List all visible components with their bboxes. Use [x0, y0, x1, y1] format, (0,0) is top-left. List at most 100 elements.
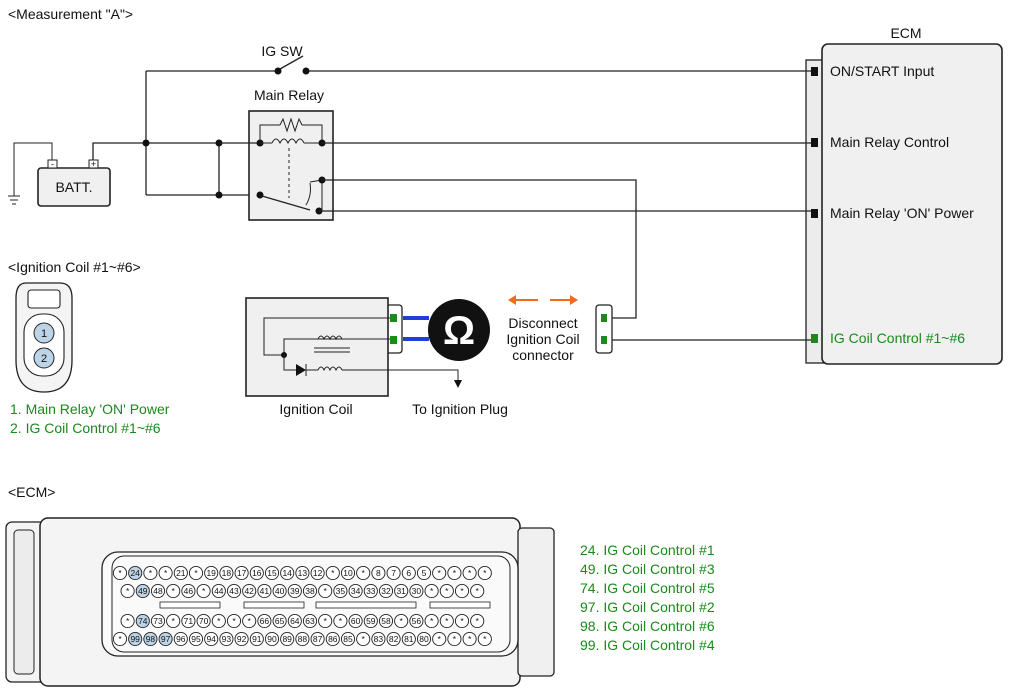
battery-bus-to-coil [146, 142, 220, 195]
ecm-box [821, 43, 1003, 365]
ecm-pin [287, 613, 302, 629]
ecm-pin [158, 631, 173, 647]
ecm-pin-label: * [483, 634, 487, 644]
ecm-pin [234, 631, 249, 647]
ecm-pin-label: 15 [267, 568, 277, 578]
ecm-pin-label: 8 [376, 568, 381, 578]
ecm-input-ig-coil: IG Coil Control #1~#6 [830, 330, 965, 346]
ig-sw-contact-left [274, 67, 282, 75]
ecm-pin-label: 59 [366, 616, 376, 626]
ecm-pin-label: * [483, 568, 487, 578]
ecm-pin [181, 583, 196, 599]
relay-contact-in [256, 191, 264, 199]
coil-connector-pin-2-label: 2 [41, 353, 47, 365]
ecm-legend-2: 49. IG Coil Control #3 [580, 561, 715, 577]
ecm-pin [470, 613, 485, 629]
ecm-pin [401, 565, 416, 581]
ecm-pin-label: * [324, 616, 328, 626]
ecm-pin-label: 60 [351, 616, 361, 626]
ecm-pin [447, 631, 462, 647]
ecm-pin-label: * [194, 568, 198, 578]
ecm-pin-label: * [232, 616, 236, 626]
ecm-key-rib-3 [315, 601, 417, 609]
ecm-pin-label: * [248, 616, 252, 626]
ecm-pin [333, 583, 348, 599]
battery-box [37, 167, 111, 207]
ecm-pin [188, 565, 204, 581]
ignition-coil-box [245, 297, 389, 397]
ecm-pin-label: * [460, 586, 464, 596]
ecm-pin-label: * [438, 634, 442, 644]
ecm-pin [166, 613, 181, 629]
ecm-pin-label: 31 [396, 586, 406, 596]
ecm-pin-label: * [172, 586, 176, 596]
ecm-pin-label: * [468, 568, 472, 578]
ecm-pin-label: * [453, 634, 457, 644]
coil-diode-lead-left [283, 355, 296, 371]
to-plug-label: To Ignition Plug [412, 401, 508, 417]
ecm-pin [416, 631, 432, 647]
junction-relay-contact [215, 191, 223, 199]
ecm-pin [348, 613, 363, 629]
ecm-pin [432, 565, 447, 581]
ecm-pin-label: 82 [389, 634, 399, 644]
ecm-pin-label: 81 [404, 634, 414, 644]
ecm-pin [150, 583, 166, 599]
ecm-pin-label: * [438, 568, 442, 578]
ecm-pin-label: 32 [381, 586, 391, 596]
ecm-pin [295, 631, 310, 647]
ecm-pin [196, 583, 211, 599]
ecm-key-rib-4 [429, 601, 491, 609]
ignition-coil-label: Ignition Coil [279, 401, 352, 417]
ecm-pin [348, 583, 363, 599]
coil-primary-winding [317, 335, 343, 341]
relay-coil-winding [271, 138, 305, 145]
ecm-pin [234, 565, 249, 581]
ecm-pin [454, 613, 470, 629]
ecm-pin-label: 16 [252, 568, 262, 578]
ecm-pin [363, 613, 378, 629]
ecm-pin-label: 10 [343, 568, 353, 578]
ecm-pin [166, 583, 181, 599]
ecm-pin-label: * [164, 568, 168, 578]
ecm-connector-face-inner [111, 555, 511, 653]
ecm-key-rib-1 [159, 601, 221, 609]
ecm-pin-label: 97 [161, 634, 171, 644]
ecm-pin [447, 565, 462, 581]
main-relay-box [248, 110, 334, 221]
ecm-pin [318, 613, 333, 629]
ecm-terminal-relay-control [811, 138, 818, 147]
wire-relay-to-coil-connector [322, 179, 637, 319]
ecm-pin-label: 13 [298, 568, 308, 578]
ecm-title: ECM [890, 25, 921, 41]
ecm-pin-label: 89 [282, 634, 292, 644]
ig-sw-label: IG SW [261, 43, 303, 59]
ecm-pin-label: 18 [222, 568, 232, 578]
ecm-pin [394, 583, 409, 599]
ecm-pin [280, 565, 295, 581]
ecm-pin [112, 631, 128, 647]
ecm-pin [325, 565, 340, 581]
ecm-connector-right-latch [517, 527, 555, 677]
ecm-pin-label: 92 [237, 634, 247, 644]
ecm-pin-label: * [468, 634, 472, 644]
ecm-pin [242, 583, 257, 599]
disconnect-pin-1 [601, 314, 607, 322]
ecm-pin [409, 613, 424, 629]
ecm-pin-label: 58 [381, 616, 391, 626]
ecm-pin-label: 63 [305, 616, 315, 626]
ecm-pin-label: * [126, 616, 130, 626]
ecm-pin-label: 56 [412, 616, 422, 626]
ecm-pin-label: 85 [343, 634, 353, 644]
ecm-pin [135, 583, 150, 599]
ecm-pin-label: 93 [222, 634, 232, 644]
ecm-pin-label: * [172, 616, 176, 626]
ecm-input-on-start: ON/START Input [830, 63, 934, 79]
disconnect-label-2: Ignition Coil [506, 331, 579, 347]
ecm-pin [386, 565, 401, 581]
ecm-pin-label: 42 [244, 586, 254, 596]
ecm-pin-label: 21 [176, 568, 186, 578]
ecm-pin-label: 87 [313, 634, 323, 644]
ecm-pin-label: 65 [275, 616, 285, 626]
